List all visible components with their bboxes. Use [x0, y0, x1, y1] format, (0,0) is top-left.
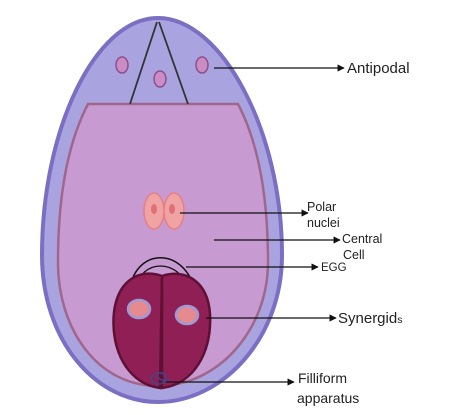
synergids-label-main: Synergid — [338, 310, 397, 327]
polar-nucleolus — [169, 204, 175, 214]
synergids-label-suffix: s — [397, 314, 402, 326]
antipodal-nucleus — [115, 56, 129, 74]
polar-nucleolus — [151, 204, 157, 214]
central-cell-label-line2: Cell — [343, 248, 365, 262]
egg-label: EGG — [321, 262, 347, 274]
polar-nuclei-label-line1: Polar — [307, 200, 336, 214]
antipodal-nucleus — [195, 56, 209, 74]
synergid-divider — [160, 275, 163, 389]
antipodal-label: Antipodal — [347, 60, 410, 77]
filliform-label-line2: apparatus — [297, 390, 359, 406]
antipodal-wall-left — [129, 21, 158, 105]
polar-nuclei-label-line2: nuclei — [307, 216, 340, 230]
synergids-label: Synergids — [338, 310, 402, 327]
synergid-nucleus — [174, 304, 200, 326]
filiform-apparatus — [150, 372, 171, 385]
central-cell-label-line1: Central — [342, 232, 382, 246]
synergid-nucleus — [126, 298, 152, 320]
filliform-label-line1: Filliform — [298, 370, 347, 386]
synergid-left — [112, 272, 164, 390]
antipodal-nucleus — [153, 70, 167, 88]
antipodal-wall-right — [158, 21, 189, 105]
